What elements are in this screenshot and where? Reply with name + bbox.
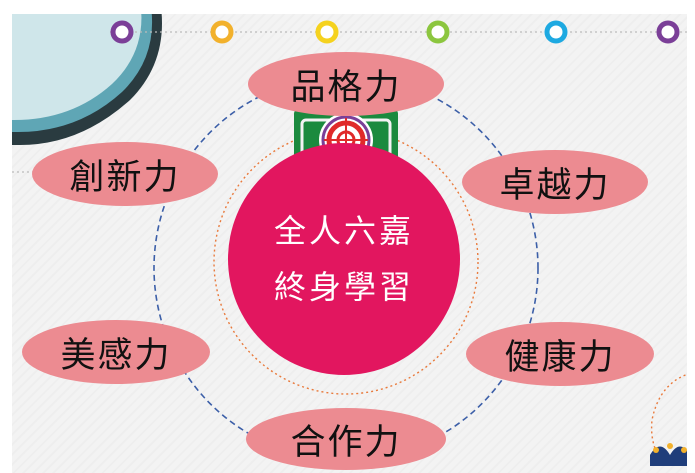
pill-cooperation: 合作力 (246, 408, 446, 470)
timeline-dot-1 (110, 20, 134, 44)
center-line-1: 全人六嘉 (273, 212, 414, 250)
timeline-dot-6 (656, 20, 680, 44)
timeline-dot-3 (315, 20, 339, 44)
frame-left (0, 0, 12, 473)
timeline-dot-4 (426, 20, 450, 44)
pill-aesthetics: 美感力 (22, 320, 210, 384)
center-line-2: 終身學習 (273, 268, 414, 306)
pill-cooperation-label: 合作力 (290, 422, 402, 463)
center-circle: 全人六嘉 終身學習 (228, 143, 460, 375)
frame-right (687, 0, 695, 473)
pill-excellence: 卓越力 (462, 150, 648, 214)
timeline-dot-5 (544, 20, 568, 44)
pill-character: 品格力 (248, 52, 444, 116)
timeline-dot-2 (210, 20, 234, 44)
pill-health: 健康力 (466, 322, 654, 386)
pill-excellence-label: 卓越力 (499, 165, 611, 206)
corner-shape-top-left (0, 0, 162, 145)
decorative-lotus-icon (650, 443, 690, 466)
pill-health-label: 健康力 (504, 337, 616, 378)
pill-aesthetics-label: 美感力 (60, 335, 172, 376)
frame-top (0, 0, 695, 14)
pill-innovation-label: 創新力 (69, 157, 181, 198)
pill-innovation: 創新力 (32, 142, 218, 206)
pill-character-label: 品格力 (290, 67, 402, 108)
